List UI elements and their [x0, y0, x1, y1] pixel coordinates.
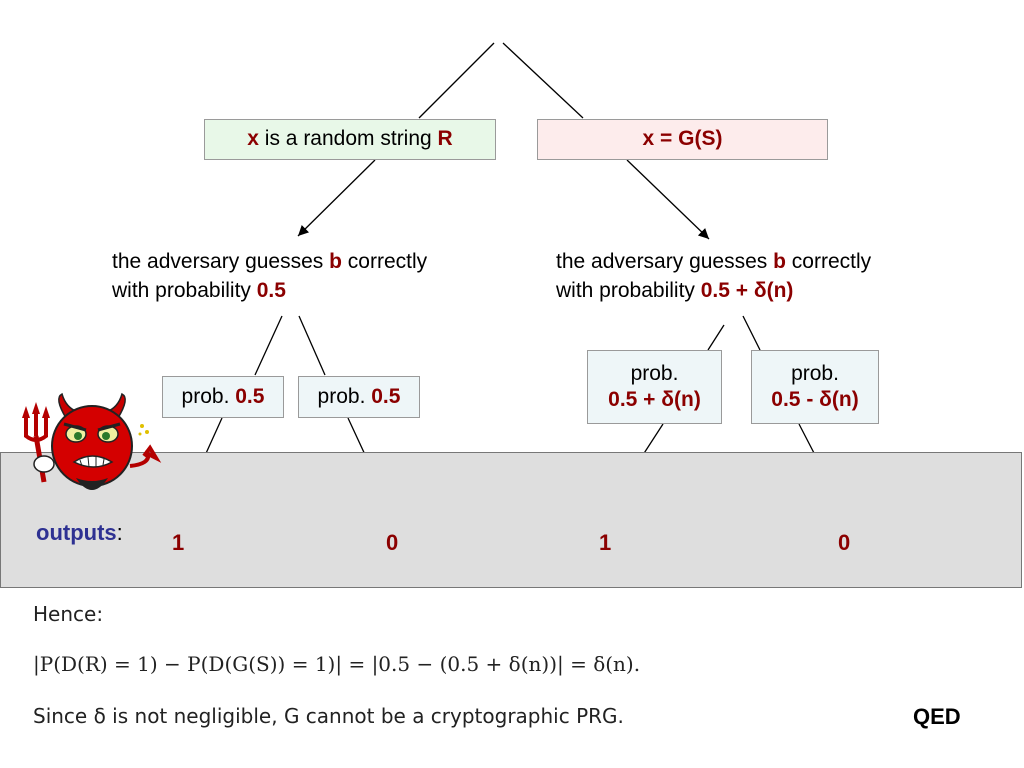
box-text: is a random string	[258, 127, 438, 151]
left-guess-text: the adversary guesses b correctly with p…	[112, 250, 428, 302]
right-branch-b	[742, 315, 761, 351]
hence-label: Hence:	[33, 602, 104, 626]
formula: |P(D(R) = 1) − P(D(G(S)) = 1)| = |0.5 − …	[33, 652, 640, 676]
prg-output-text: x = G(S)	[642, 127, 723, 151]
outputs-band	[0, 452, 1022, 588]
output-value: 0	[386, 530, 399, 555]
output-value: 1	[599, 530, 612, 555]
output-value: 1	[172, 530, 185, 555]
root-left-line	[418, 42, 495, 119]
random-string-box: x is a random string R	[204, 119, 496, 160]
prob-box-2: prob. 0.5	[298, 376, 420, 418]
root-right-line	[502, 42, 584, 119]
right-guess-text: the adversary guesses b correctly with p…	[556, 250, 872, 302]
outputs-label: outputs:	[36, 520, 123, 545]
prob-box-3: prob. 0.5 + δ(n)	[587, 350, 722, 424]
prob-box-4: prob. 0.5 - δ(n)	[751, 350, 879, 424]
qed-label: QED	[913, 704, 961, 729]
right-box-arrow	[626, 159, 710, 240]
devil-icon	[22, 392, 162, 490]
left-box-arrow	[297, 159, 376, 237]
output-value: 0	[838, 530, 851, 555]
x-var: x	[247, 127, 259, 151]
prob-box-1: prob. 0.5	[162, 376, 284, 418]
conclusion: Since δ is not negligible, G cannot be a…	[33, 704, 624, 728]
prg-output-box: x = G(S)	[537, 119, 828, 160]
right-branch-a	[707, 324, 725, 351]
formula-text: |P(D(R) = 1) − P(D(G(S)) = 1)| = |0.5 − …	[33, 652, 641, 676]
r-var: R	[437, 127, 453, 151]
left-branch-a	[254, 315, 283, 376]
left-branch-b	[298, 315, 326, 376]
